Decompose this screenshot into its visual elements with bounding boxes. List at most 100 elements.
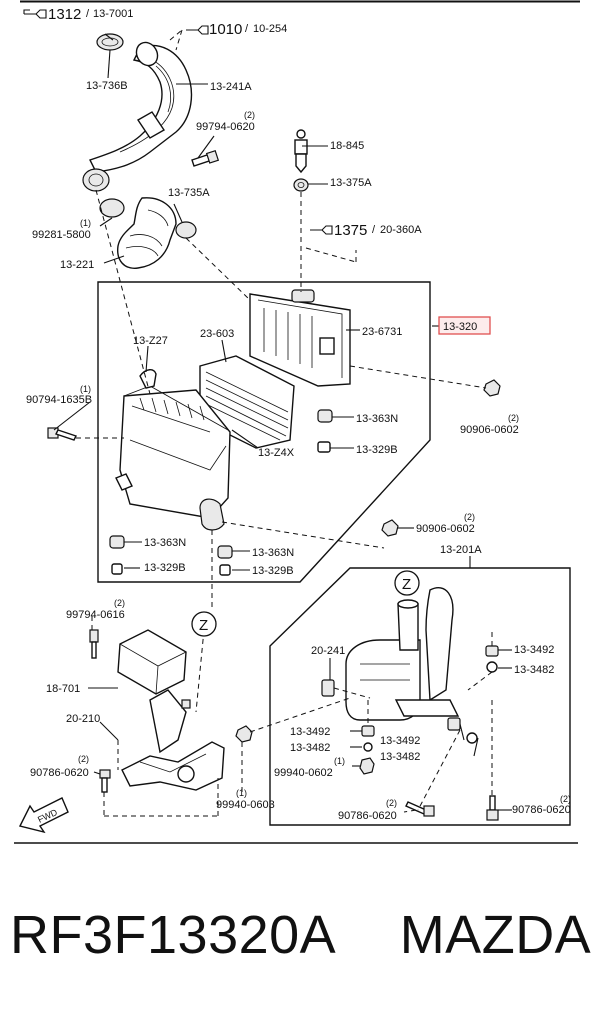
z-label-upper: Z bbox=[402, 576, 411, 593]
label-20-210: 20-210 bbox=[66, 713, 100, 725]
label-13-736B: 13-736B bbox=[86, 80, 128, 92]
grommets-left bbox=[359, 725, 375, 775]
intake-hose-upper bbox=[82, 33, 193, 192]
lower-case bbox=[115, 369, 231, 531]
label-13-3482-c: 13-3482 bbox=[380, 751, 420, 763]
qty-90906-0602-b: (2) bbox=[464, 512, 475, 522]
bolt-90786-0620-c bbox=[486, 795, 499, 821]
part-labels: 13-736B 13-241A (2) 99794-0620 18-845 13… bbox=[26, 80, 571, 822]
mount-13-363N-a bbox=[109, 535, 125, 575]
grommets-right bbox=[485, 645, 499, 673]
ref-1010-num: 1010 bbox=[209, 21, 242, 38]
connector-z-lower: Z bbox=[191, 611, 217, 637]
label-13-3482-a: 13-3482 bbox=[514, 664, 554, 676]
label-90786-0620-b: 90786-0620 bbox=[338, 810, 397, 822]
ref-1312-slash: / bbox=[86, 8, 90, 20]
label-18-845: 18-845 bbox=[330, 140, 364, 152]
label-13-375A: 13-375A bbox=[330, 177, 372, 189]
qty-90794-1635B: (1) bbox=[80, 384, 91, 394]
label-99940-0602: 99940-0602 bbox=[274, 767, 333, 779]
label-13-363N-b: 13-363N bbox=[252, 547, 294, 559]
intake-hose-lower bbox=[99, 197, 197, 269]
label-90786-0620-a: 90786-0620 bbox=[30, 767, 89, 779]
nut-90906-0602-b bbox=[381, 519, 399, 537]
qty-90906-0602-a: (2) bbox=[508, 413, 519, 423]
ref-1010-sub: 10-254 bbox=[253, 23, 287, 35]
nut-90906-0602-a bbox=[483, 379, 501, 397]
label-13-3492-c: 13-3492 bbox=[380, 735, 420, 747]
part-caption: RF3F13320A MAZDA bbox=[10, 895, 595, 975]
ref-1375-sub: 20-360A bbox=[380, 224, 422, 236]
bolt-90794-1635B bbox=[47, 427, 77, 441]
ref-1312: 1312 / 13-7001 bbox=[23, 6, 133, 23]
ref-1010-slash: / bbox=[245, 23, 249, 35]
grommet-13-375A bbox=[293, 178, 309, 192]
ref-1312-num: 1312 bbox=[48, 6, 81, 23]
qty-99940-0602: (1) bbox=[334, 756, 345, 766]
label-13-Z27: 13-Z27 bbox=[133, 335, 168, 347]
label-90906-0602-a: 90906-0602 bbox=[460, 424, 519, 436]
mount-13-363N-b bbox=[217, 545, 233, 576]
label-13-735A: 13-735A bbox=[168, 187, 210, 199]
bolt-99794-0620 bbox=[191, 149, 220, 167]
highlight-box-13-320 bbox=[438, 316, 491, 335]
brand-name: MAZDA bbox=[399, 905, 592, 965]
mount-13-363N-c bbox=[317, 409, 333, 453]
ref-1375-slash: / bbox=[372, 224, 376, 236]
label-13-3492-a: 13-3492 bbox=[514, 644, 554, 656]
nut-99940-0603 bbox=[235, 725, 253, 743]
label-90794-1635B: 90794-1635B bbox=[26, 394, 92, 406]
qty-90786-0620-b: (2) bbox=[386, 798, 397, 808]
label-18-701: 18-701 bbox=[46, 683, 80, 695]
air-cleaner-assembly-frame bbox=[97, 281, 431, 583]
fitting-20-241 bbox=[321, 679, 335, 697]
connector-z-upper: Z bbox=[394, 570, 420, 596]
label-13-363N-a: 13-363N bbox=[144, 537, 186, 549]
label-13-329B-c: 13-329B bbox=[356, 444, 398, 456]
label-99281-5800: 99281-5800 bbox=[32, 229, 91, 241]
ref-1375: 1375 / 20-360A bbox=[310, 222, 422, 239]
resonator-13-201A bbox=[345, 587, 460, 721]
label-13-320: 13-320 bbox=[443, 321, 477, 333]
pointer-hand-icon bbox=[310, 225, 333, 235]
label-13-201A: 13-201A bbox=[440, 544, 482, 556]
qty-99794-0620: (2) bbox=[244, 110, 255, 120]
label-90906-0602-b: 90906-0602 bbox=[416, 523, 475, 535]
upper-case-23-6731 bbox=[249, 289, 351, 387]
label-99940-0603: 99940-0603 bbox=[216, 799, 275, 811]
label-23-603: 23-603 bbox=[200, 328, 234, 340]
qty-90786-0620-c: (2) bbox=[560, 794, 571, 804]
qty-99794-0616: (2) bbox=[114, 598, 125, 608]
label-13-221: 13-221 bbox=[60, 259, 94, 271]
leader-lines bbox=[53, 29, 512, 817]
qty-99940-0603: (1) bbox=[236, 788, 247, 798]
label-99794-0616: 99794-0616 bbox=[66, 609, 125, 621]
sensor-18-845 bbox=[294, 129, 308, 174]
bracket-20-210 bbox=[99, 689, 225, 793]
qty-90786-0620-a: (2) bbox=[78, 754, 89, 764]
ref-1010: 1010 / 10-254 bbox=[186, 21, 287, 38]
part-number: RF3F13320A bbox=[10, 905, 337, 965]
forward-arrow-icon bbox=[18, 797, 69, 834]
label-13-3482-b: 13-3482 bbox=[290, 742, 330, 754]
label-20-241: 20-241 bbox=[311, 645, 345, 657]
label-13-363N-c: 13-363N bbox=[356, 413, 398, 425]
qty-99281-5800: (1) bbox=[80, 218, 91, 228]
module-18-701 bbox=[89, 629, 187, 695]
label-13-Z4X: 13-Z4X bbox=[258, 447, 295, 459]
pointer-hand-icon bbox=[23, 9, 47, 19]
z-label-lower: Z bbox=[199, 617, 208, 634]
label-13-3492-b: 13-3492 bbox=[290, 726, 330, 738]
grommets-center bbox=[447, 717, 478, 744]
label-13-329B-b: 13-329B bbox=[252, 565, 294, 577]
pointer-hand-icon bbox=[186, 25, 209, 35]
parts-diagram: 1312 / 13-7001 1010 / 10-254 1375 / 20-3… bbox=[14, 0, 580, 844]
bolt-90786-0620-b bbox=[405, 801, 435, 817]
label-23-6731: 23-6731 bbox=[362, 326, 402, 338]
label-90786-0620-c: 90786-0620 bbox=[512, 804, 571, 816]
label-13-329B-a: 13-329B bbox=[144, 562, 186, 574]
label-13-241A: 13-241A bbox=[210, 81, 252, 93]
label-99794-0620: 99794-0620 bbox=[196, 121, 255, 133]
ref-1312-sub: 13-7001 bbox=[93, 8, 133, 20]
forward-direction-arrow: FWD bbox=[18, 797, 69, 834]
